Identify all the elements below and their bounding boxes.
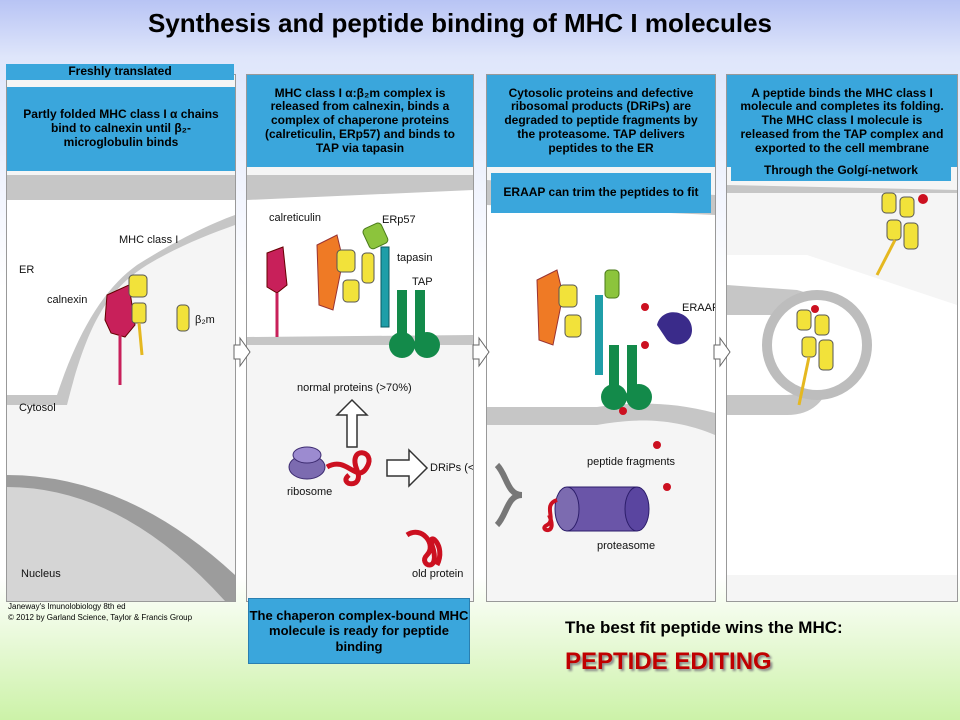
tapasin-label: tapasin bbox=[397, 252, 432, 264]
calreticulin-label: calreticulin bbox=[269, 212, 321, 224]
calnexin-protein bbox=[104, 284, 136, 385]
chaperon-note: The chaperon complex-bound MHC molecule … bbox=[248, 598, 470, 664]
cytosol-label: Cytosol bbox=[19, 402, 56, 414]
mhc-class-i-molecule bbox=[128, 274, 148, 356]
b2m-protein bbox=[176, 304, 190, 332]
tap-transporter bbox=[389, 290, 440, 358]
slide-title: Synthesis and peptide binding of MHC I m… bbox=[147, 8, 773, 38]
peptide-fragments-label: peptide fragments bbox=[587, 456, 676, 468]
panel-3: ERAAP peptide fragments proteasome Cytos… bbox=[486, 74, 716, 602]
peptide-editing-text: PEPTIDE EDITING bbox=[565, 648, 772, 675]
image-credit: Janeway's Imunolobiology 8th ed © 2012 b… bbox=[8, 602, 192, 624]
eraap-label: ERAAP bbox=[682, 302, 715, 314]
erp57-label: ERp57 bbox=[382, 214, 416, 226]
eraap-enzyme bbox=[657, 312, 692, 345]
surface-mhc-molecule bbox=[875, 192, 928, 276]
credit-line-1: Janeway's Imunolobiology 8th ed bbox=[8, 602, 126, 611]
chaperone-complex bbox=[316, 222, 390, 328]
up-arrow bbox=[335, 398, 369, 448]
right-arrow bbox=[386, 448, 429, 488]
calnexin-label: calnexin bbox=[47, 294, 87, 306]
ribosome-label: ribosome bbox=[287, 486, 332, 498]
panel-4-illustration bbox=[727, 185, 957, 575]
credit-line-2: © 2012 by Garland Science, Taylor & Fran… bbox=[8, 612, 193, 622]
panel-3-illustration: ERAAP peptide fragments proteasome bbox=[487, 180, 715, 552]
freshly-translated-tag: Freshly translated bbox=[6, 64, 234, 80]
panel-2: calreticulin ERp57 tapasin TAP normal pr… bbox=[246, 74, 474, 602]
nascent-peptide bbox=[325, 450, 372, 487]
degraded-protein bbox=[542, 498, 558, 533]
drips-label: DRiPs (<30%) bbox=[430, 462, 473, 474]
panel-1-caption: Partly folded MHC class I α chains bind … bbox=[7, 87, 235, 171]
panel-4-caption: A peptide binds the MHC class I molecule… bbox=[727, 75, 957, 167]
panel-1: MHC class I ER calnexin β₂m Cytosol Nucl… bbox=[6, 74, 236, 602]
proteasome-label: proteasome bbox=[597, 540, 655, 552]
panel-4: A peptide binds the MHC class I molecule… bbox=[726, 74, 958, 602]
normal-proteins-label: normal proteins (>70%) bbox=[297, 382, 412, 394]
old-protein-label: old protein bbox=[412, 568, 463, 580]
peptide-fragments-shapes bbox=[619, 303, 671, 491]
tap-label: TAP bbox=[412, 276, 433, 288]
best-fit-text: The best fit peptide wins the MHC: bbox=[565, 618, 843, 637]
tap-transporter bbox=[601, 345, 652, 410]
panel-2-caption: MHC class I α:β₂m complex is released fr… bbox=[247, 75, 473, 167]
b2m-label: β₂m bbox=[195, 314, 215, 326]
proteasome bbox=[554, 486, 650, 532]
nucleus-interior bbox=[7, 487, 225, 601]
er-lumen bbox=[7, 200, 235, 395]
ribosome bbox=[288, 446, 326, 480]
calreticulin-protein bbox=[266, 246, 288, 337]
er-label: ER bbox=[19, 264, 34, 276]
nucleus-label: Nucleus bbox=[21, 568, 61, 580]
old-protein-shape bbox=[405, 530, 443, 568]
mhc-label: MHC class I bbox=[119, 234, 178, 246]
panel-2-illustration: calreticulin ERp57 tapasin TAP normal pr… bbox=[247, 175, 473, 580]
golgi-note: Through the Golgí-network bbox=[731, 161, 951, 181]
converging-arrow bbox=[494, 462, 523, 528]
panel-3-caption: Cytosolic proteins and defective ribosom… bbox=[487, 75, 715, 167]
mhc-chaperone-complex bbox=[536, 269, 620, 375]
vesicle bbox=[762, 290, 872, 406]
panel-1-illustration: MHC class I ER calnexin β₂m Cytosol Nucl… bbox=[7, 175, 235, 601]
eraap-note: ERAAP can trim the peptides to fit bbox=[491, 173, 711, 213]
